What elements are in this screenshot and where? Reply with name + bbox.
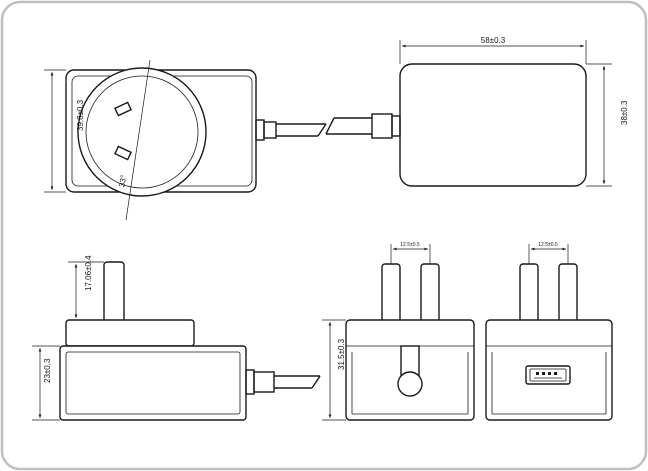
top-view-rear: 58±0.3 38±0.3 bbox=[325, 36, 629, 187]
back-pin-spacing-label: 12.5±0.5 bbox=[538, 242, 558, 248]
top-view-plug-face: 33° 39.8±0.3 bbox=[44, 59, 327, 221]
side-pin-height-label: 17.06±0.4 bbox=[84, 255, 93, 291]
rear-body-outline bbox=[399, 63, 587, 187]
rear-height-label: 38±0.3 bbox=[620, 100, 629, 125]
angle-reference-line bbox=[125, 59, 151, 221]
rear-width-label: 58±0.3 bbox=[481, 36, 506, 45]
front-view: 12.5±0.5 31.5±0.3 bbox=[322, 242, 475, 421]
plug-base-inner-circle bbox=[85, 75, 199, 189]
usb-port-contacts bbox=[534, 372, 562, 379]
side-body-inner bbox=[65, 351, 241, 415]
side-cable-cut-end bbox=[311, 375, 321, 389]
front-cable-end bbox=[397, 371, 423, 397]
side-body-height-label: 23±0.3 bbox=[43, 358, 52, 383]
plug-base-outer-circle bbox=[77, 67, 207, 197]
front-height-label: 31.5±0.3 bbox=[337, 338, 346, 370]
top-left-height-label: 39.8±0.3 bbox=[76, 99, 85, 131]
pin-slot-upper bbox=[114, 101, 132, 117]
side-body-outer bbox=[59, 345, 247, 421]
side-strain-relief-b bbox=[253, 371, 275, 393]
side-plug-base bbox=[65, 319, 195, 347]
cable-strain-relief-b bbox=[263, 121, 277, 139]
back-view: 12.5±0.5 bbox=[485, 242, 613, 421]
angle-label: 33° bbox=[117, 174, 128, 187]
front-body-outer bbox=[345, 319, 475, 421]
side-view: 17.06±0.4 23±0.3 bbox=[32, 255, 321, 421]
usb-port-icon bbox=[525, 365, 571, 385]
pin-slot-lower bbox=[114, 145, 132, 161]
cable-cut-end bbox=[317, 123, 327, 137]
back-body-outer bbox=[485, 319, 613, 421]
rear-cable-cut-end bbox=[325, 117, 335, 135]
front-pin-spacing-label: 12.5±0.5 bbox=[400, 242, 420, 248]
